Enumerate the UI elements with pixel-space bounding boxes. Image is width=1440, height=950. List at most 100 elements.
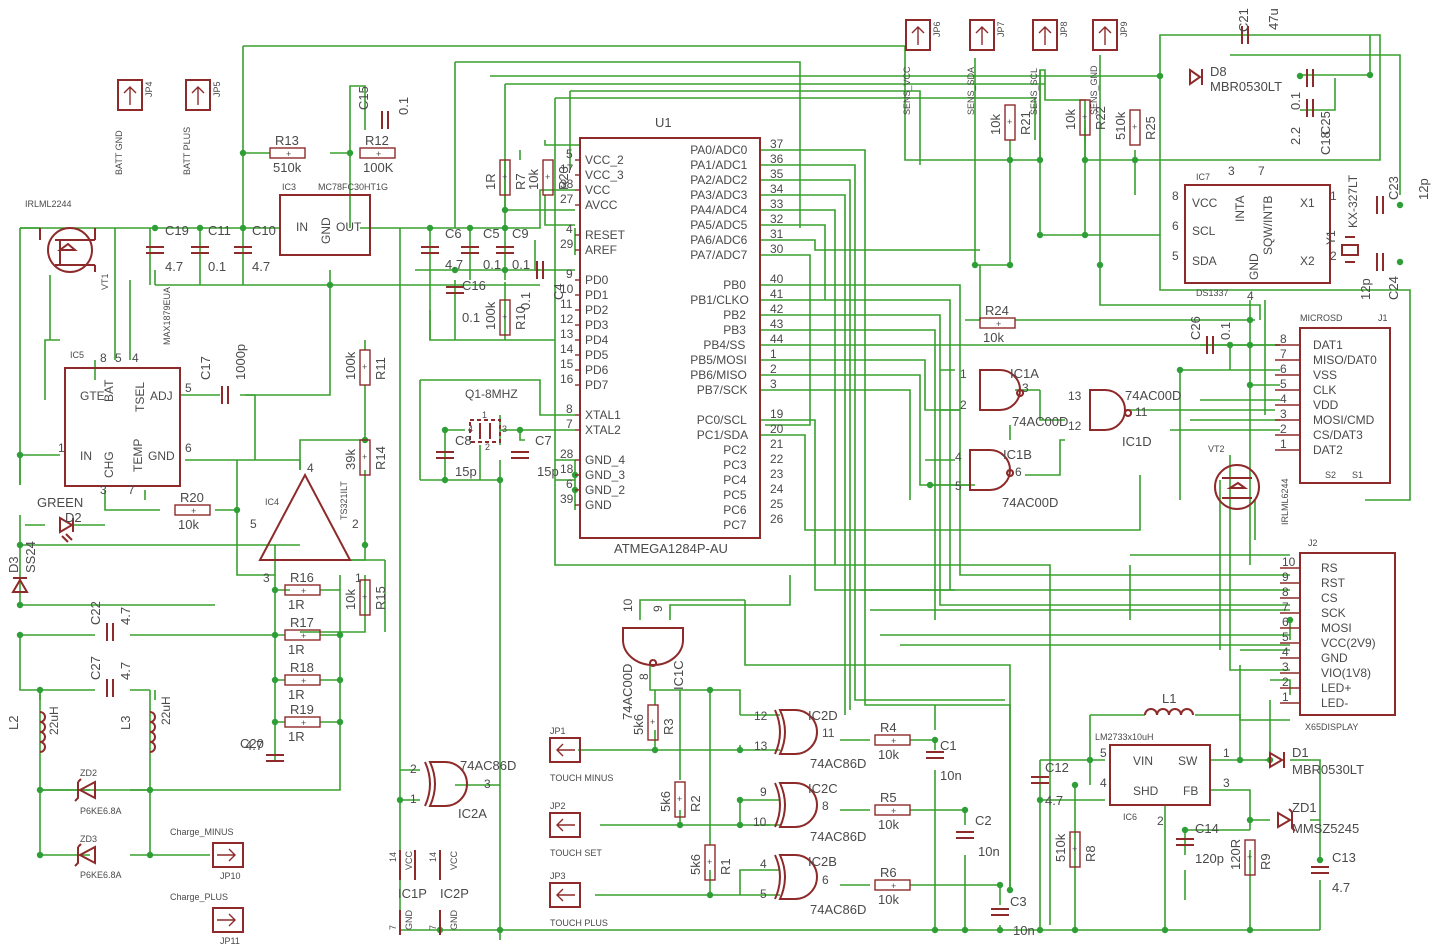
- j1-pin-number: 6: [1280, 362, 1287, 376]
- junction-dot: [1036, 156, 1044, 164]
- ic2p-gnd: GND: [449, 910, 459, 931]
- ic7-pin-vcc: VCC: [1192, 196, 1218, 210]
- u1-left-pin-label: PD2: [585, 303, 609, 317]
- u1-left-pin-label: PD0: [585, 273, 609, 287]
- y1-ref: Y1: [1324, 230, 1338, 245]
- capacitor-ref: C15: [356, 86, 371, 110]
- u1-right-pin-number: 33: [770, 197, 784, 211]
- j1-pin-number: 5: [1280, 377, 1287, 391]
- ic3-body: [279, 194, 371, 256]
- u1-right-pin-label: PC0/SCL: [697, 413, 747, 427]
- l1-ref: L1: [1162, 691, 1176, 706]
- zd3-diode: [74, 843, 96, 867]
- capacitor-value: 4.7: [118, 607, 133, 625]
- u1-left-pin-number: 39: [560, 492, 574, 506]
- zd3-part: P6KE6.8A: [80, 870, 122, 880]
- resistor-value: 10k: [983, 330, 1004, 345]
- vt1-part: IRLML2244: [25, 199, 72, 209]
- junction-dot: [1236, 756, 1244, 764]
- resistor-value: 10k: [878, 747, 899, 762]
- ic6-pin1: 1: [1223, 746, 1230, 760]
- resistor-ref: R14: [373, 446, 388, 470]
- connector-ref: JP2: [550, 801, 566, 811]
- junction-dot: [736, 796, 744, 804]
- resistor-value: 1R: [483, 173, 498, 190]
- ic4-pin1: 1: [355, 571, 362, 585]
- j1-pin-label: DAT1: [1313, 338, 1343, 352]
- connector-ref: JP7: [996, 21, 1006, 37]
- u1-left-pin-number: 16: [560, 372, 574, 386]
- connector-body: [1092, 19, 1118, 51]
- resistor-mark: +: [301, 718, 306, 728]
- power-pins: [399, 850, 441, 935]
- resistor-value: 10k: [988, 114, 1003, 135]
- ic5-pin-in: IN: [80, 449, 92, 463]
- ic3-pin-gnd: GND: [319, 217, 333, 244]
- connector-body: [969, 19, 995, 51]
- u1-right-pin-number: 36: [770, 152, 784, 166]
- resistor-body: [1079, 99, 1091, 136]
- resistor-ref: R21: [1018, 111, 1033, 135]
- resistor-mark: +: [677, 794, 682, 804]
- ic1b-pin5: 5: [955, 479, 962, 493]
- capacitor-value: 4.7: [118, 662, 133, 680]
- junction-dot: [271, 586, 279, 594]
- ic1c-ref: IC1C: [671, 660, 686, 690]
- junction-dot: [239, 149, 247, 157]
- junction-dot: [271, 676, 279, 684]
- u1-left-pin-number: 38: [560, 177, 574, 191]
- junction-dot: [16, 601, 24, 609]
- connector-body: [549, 737, 581, 763]
- connector-arrow-icon: [556, 743, 575, 757]
- resistor-ref: R6: [880, 865, 897, 880]
- resistor-mark: +: [191, 506, 196, 516]
- j2-pin-label: LED-: [1321, 696, 1348, 710]
- junction-dot: [326, 281, 334, 289]
- ic2a-part: 74AC86D: [460, 758, 516, 773]
- ic5-pin-bat: BAT: [102, 379, 116, 402]
- capacitor-value: 4.7: [1332, 880, 1350, 895]
- connector-ref: JP1: [550, 726, 566, 736]
- ic2a-pin2: 2: [410, 762, 417, 776]
- j1-pin-label: VSS: [1313, 368, 1337, 382]
- ic1b-gate: [969, 449, 1015, 491]
- ic1a-pin1: 1: [960, 367, 967, 381]
- u1-left-pin-label: GND: [585, 498, 612, 512]
- ic6-pin3: 3: [1223, 776, 1230, 790]
- y1-pin1: 1: [1330, 189, 1337, 203]
- resistor-body: [1244, 839, 1256, 876]
- j2-pin-number: 7: [1282, 600, 1289, 614]
- ic7-pin-sqw: SQW/INTB: [1261, 196, 1275, 255]
- u1-left-pin-label: PD1: [585, 288, 609, 302]
- u1-left-pin-label: XTAL2: [585, 423, 621, 437]
- connector-body: [905, 19, 931, 51]
- ic5-pin3: 3: [100, 483, 107, 497]
- capacitor-value: 0.1: [518, 292, 533, 310]
- d1-diode: [1269, 751, 1285, 769]
- ic3-ref: IC3: [282, 182, 296, 192]
- resistor-ref: R13: [275, 133, 299, 148]
- junction-dot: [706, 686, 714, 694]
- ic1c-pin9: 9: [651, 605, 665, 612]
- junction-dot: [196, 224, 204, 232]
- resistor-value: 5k6: [688, 854, 703, 875]
- u1-left-pin-label: GND_3: [585, 468, 625, 482]
- ic2d-ref: IC2D: [808, 708, 838, 723]
- capacitor-value: 0.1: [396, 97, 411, 115]
- ic2a-pin1: 1: [410, 792, 417, 806]
- capacitor-ref: C25: [1318, 111, 1333, 135]
- zd3-ref: ZD3: [80, 834, 97, 844]
- ic6-pin4: 4: [1100, 776, 1107, 790]
- capacitor-value: 0.1: [483, 257, 501, 272]
- j2-pin-label: RST: [1321, 576, 1346, 590]
- connector-label: Charge_MINUS: [170, 827, 234, 837]
- u1-right-pin-label: PC1/SDA: [697, 428, 748, 442]
- u1-right-pin-label: PC6: [723, 503, 747, 517]
- j2-ref: J2: [1308, 538, 1318, 548]
- resistor-ref: R19: [290, 702, 314, 717]
- ic7-pin-x2: X2: [1300, 254, 1315, 268]
- ic5-pin1: 1: [58, 441, 65, 455]
- ic2d-pin11: 11: [822, 726, 835, 740]
- capacitor-value: 4.7: [252, 259, 270, 274]
- junction-dot: [516, 426, 524, 434]
